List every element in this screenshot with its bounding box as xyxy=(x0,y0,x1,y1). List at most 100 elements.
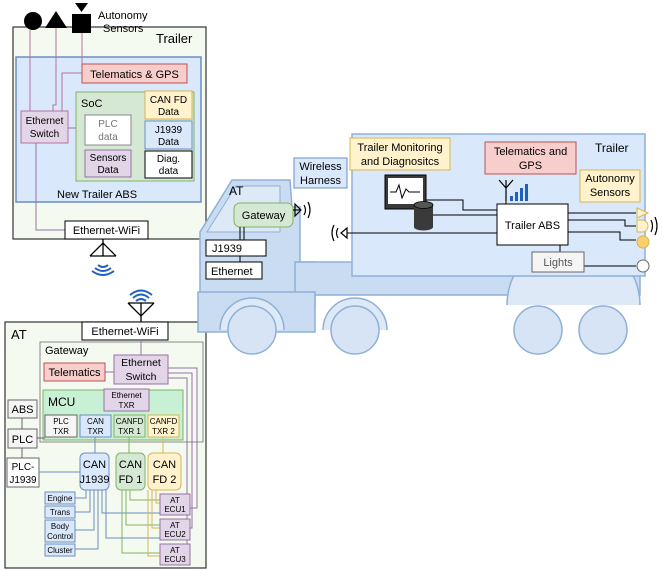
gps-signal-icon xyxy=(498,179,528,201)
truck-at-label: AT xyxy=(229,184,244,198)
trans-ecu-box xyxy=(44,505,76,519)
j1939-data-box xyxy=(144,120,193,150)
trailer-ethernet-wifi-box xyxy=(64,220,149,240)
body-control-ecu-label-2: Control xyxy=(47,532,73,541)
engine-ecu-label: Engine xyxy=(48,494,73,503)
engine-ecu-box xyxy=(44,491,76,505)
at-box-title: AT xyxy=(11,327,27,342)
ethernet-switch-label-2: Switch xyxy=(30,129,59,140)
canfd2-label-2: FD 2 xyxy=(153,474,177,486)
canfd-data-label: CAN FD xyxy=(150,95,187,106)
can-txr-label-2: TXR xyxy=(88,427,104,436)
trailer-abs-box xyxy=(496,203,569,246)
lights-marker-icon xyxy=(636,259,650,273)
sensor-circle-marker-icon xyxy=(636,235,650,249)
canfd-data-box xyxy=(144,90,193,120)
canfd1-label: CAN xyxy=(119,459,142,471)
at-ecu2-box xyxy=(159,518,191,541)
truck-autonomy-box xyxy=(579,169,641,203)
canfd2-label: CAN xyxy=(153,459,176,471)
telematics-box xyxy=(43,362,106,382)
truck-telematics-label-2: GPS xyxy=(519,160,542,172)
sensor-triangle-icon xyxy=(45,11,67,28)
sensors-data-label-2: Data xyxy=(97,165,119,176)
autonomy-sensors-label-2: Sensors xyxy=(103,23,144,35)
j1939-box xyxy=(205,239,267,257)
abs-box xyxy=(7,399,38,419)
diag-data-box xyxy=(144,150,193,179)
at-architecture: AT Ethernet-WiFi Gateway Telematics Ethe… xyxy=(4,289,207,569)
at-ecu1-label-2: ECU1 xyxy=(164,505,186,514)
at-ecu1-box xyxy=(159,493,191,516)
j1939-data-label: J1939 xyxy=(155,125,183,136)
ethernet-txr-box xyxy=(103,388,150,412)
waveform-icon xyxy=(390,183,420,200)
body-control-ecu-box xyxy=(44,519,76,543)
plc-data-label-2: data xyxy=(98,132,118,143)
diag-data-label: Diag. xyxy=(157,154,180,165)
at-ecu3-box xyxy=(159,543,191,566)
plc-j1939-label: PLC- xyxy=(12,462,35,473)
trailer-ethernet-wifi-label: Ethernet-WiFi xyxy=(73,225,140,237)
plc-j1939-box xyxy=(6,457,40,488)
j1939-label: J1939 xyxy=(212,243,242,255)
plc-txr-label: PLC xyxy=(53,417,69,426)
can-j1939-label-2: J1939 xyxy=(80,474,110,486)
sensor-circle-icon xyxy=(24,12,42,30)
trailer-abs-label: Trailer ABS xyxy=(505,220,560,232)
canfd-txr1-label: CANFD xyxy=(116,417,144,426)
plc-txr-label-2: TXR xyxy=(53,427,69,436)
trailer-box-title: Trailer xyxy=(156,31,193,46)
sensor-pin-icon xyxy=(75,3,88,12)
can-txr-label: CAN xyxy=(87,417,104,426)
canfd1-label-2: FD 1 xyxy=(119,474,143,486)
new-trailer-abs-label: New Trailer ABS xyxy=(57,189,137,201)
autonomy-sensors-label: Autonomy xyxy=(98,10,148,22)
telematics-gps-box xyxy=(81,63,188,84)
at-antenna-icon xyxy=(127,302,155,323)
sensor-radio-waves-icon xyxy=(650,216,658,236)
truck-gateway-box xyxy=(233,202,294,228)
abs-label: ABS xyxy=(11,404,33,416)
sensors-data-box xyxy=(84,149,132,178)
plc-label: PLC xyxy=(12,434,33,446)
at-ethernet-wifi-box xyxy=(81,321,169,341)
at-ecu3-label-2: ECU3 xyxy=(164,555,186,564)
sensor-triangle-marker-icon xyxy=(636,207,650,219)
body-control-ecu-label: Body xyxy=(51,522,69,531)
ethernet-switch-label: Ethernet xyxy=(26,116,64,127)
sensor-square-icon xyxy=(72,14,91,33)
truck-illustration: Trailer AT Wireless Harness Gateway J193… xyxy=(197,133,658,355)
plc-data-box xyxy=(84,114,132,146)
plc-txr-box xyxy=(44,414,78,438)
canfd-txr1-label-2: TXR 1 xyxy=(118,427,141,436)
telematics-label: Telematics xyxy=(49,367,101,379)
trailer-monitoring-label: Trailer Monitoring xyxy=(357,142,442,154)
telematics-gps-label: Telematics & GPS xyxy=(90,69,179,81)
ethernet-switch-box xyxy=(20,110,69,144)
diag-data-label-2: data xyxy=(159,166,179,177)
at-ethernet-switch-label-2: Switch xyxy=(126,371,157,383)
at-ethernet-switch-label: Ethernet xyxy=(121,357,161,369)
mcu-label: MCU xyxy=(48,395,75,409)
trailer-label: Trailer xyxy=(595,141,629,155)
trailer-monitoring-box xyxy=(349,137,451,171)
canfd-txr2-label: CANFD xyxy=(150,417,178,426)
cluster-ecu-box xyxy=(44,543,76,557)
sensors-data-label: Sensors xyxy=(90,153,127,164)
trans-ecu-label: Trans xyxy=(50,508,70,517)
canfd-data-label-2: Data xyxy=(158,107,180,118)
trailer-wifi-signal-icon xyxy=(91,264,115,276)
truck-gateway-label: Gateway xyxy=(242,210,286,222)
at-ecu3-label: AT xyxy=(170,546,180,555)
canfd-txr2-label-2: TXR 2 xyxy=(152,427,175,436)
lights-label: Lights xyxy=(543,257,573,269)
trailer-architecture: Trailer Autonomy Sensors New Trailer ABS… xyxy=(12,3,207,276)
trailer-antenna-icon xyxy=(89,239,117,257)
database-icon xyxy=(413,201,434,231)
sensor-half-circle-marker-icon xyxy=(636,219,649,233)
at-wifi-signal-icon xyxy=(129,289,153,302)
ethernet-txr-label: Ethernet xyxy=(111,391,142,400)
truck-gateway-antenna-icon xyxy=(293,201,311,219)
